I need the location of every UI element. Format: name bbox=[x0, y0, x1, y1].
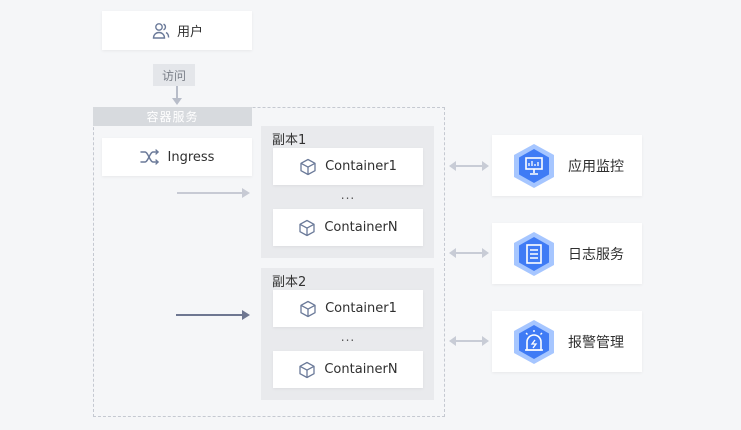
replica-1-label: 副本1 bbox=[272, 133, 307, 148]
cube-icon bbox=[298, 219, 316, 237]
service-monitor: 应用监控 bbox=[492, 135, 642, 196]
service-log-label: 日志服务 bbox=[568, 246, 624, 263]
service-alarm: 报警管理 bbox=[492, 311, 642, 372]
arrowhead-replica1 bbox=[242, 188, 250, 198]
arrowhead-service bbox=[172, 98, 182, 105]
edge-label-visit: 访问 bbox=[153, 64, 195, 86]
double-arrow-monitor bbox=[449, 161, 489, 171]
replica-1-container-n: ContainerN bbox=[273, 209, 423, 246]
container-label: ContainerN bbox=[324, 220, 398, 235]
ingress-node: Ingress bbox=[102, 138, 252, 176]
container-label: ContainerN bbox=[324, 362, 398, 377]
replica-2-container-n: ContainerN bbox=[273, 351, 423, 388]
container-label: Container1 bbox=[325, 159, 397, 174]
double-arrow-log bbox=[449, 248, 489, 258]
cube-icon bbox=[299, 158, 317, 176]
service-alarm-label: 报警管理 bbox=[568, 334, 624, 351]
monitor-icon bbox=[512, 143, 556, 189]
user-label: 用户 bbox=[176, 25, 203, 40]
service-log: 日志服务 bbox=[492, 223, 642, 284]
double-arrow-alarm bbox=[449, 336, 489, 346]
alarm-icon bbox=[512, 319, 556, 365]
container-service-group bbox=[93, 107, 445, 417]
arrowhead-replica2 bbox=[242, 310, 250, 320]
shuffle-icon bbox=[139, 149, 160, 165]
replica-2-label: 副本2 bbox=[272, 275, 307, 290]
ingress-label: Ingress bbox=[167, 149, 215, 165]
cube-icon bbox=[298, 361, 316, 379]
container-service-title: 容器服务 bbox=[93, 107, 252, 126]
users-icon bbox=[151, 21, 171, 41]
replica-2-ellipsis: ... bbox=[340, 330, 356, 344]
replica-2-container-1: Container1 bbox=[273, 290, 423, 327]
replica-1-container-1: Container1 bbox=[273, 148, 423, 185]
container-label: Container1 bbox=[325, 301, 397, 316]
replica-1-ellipsis: ... bbox=[340, 188, 356, 202]
log-list-icon bbox=[512, 231, 556, 277]
cube-icon bbox=[299, 300, 317, 318]
service-monitor-label: 应用监控 bbox=[568, 158, 624, 175]
user-node: 用户 bbox=[102, 11, 252, 50]
